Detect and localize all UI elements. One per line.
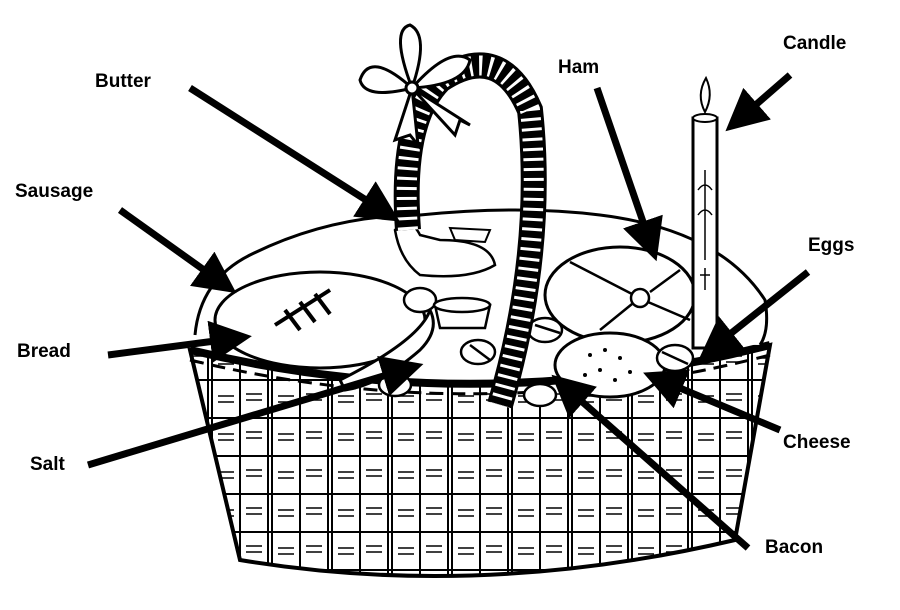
salt-dish (432, 296, 492, 330)
label-bread: Bread (17, 341, 71, 362)
bread-arrow (107, 320, 252, 363)
candle-arrow (725, 72, 793, 132)
label-butter: Butter (95, 71, 151, 92)
label-bacon: Bacon (765, 537, 824, 558)
label-arrows (86, 72, 811, 551)
salt-arrow (86, 355, 424, 469)
ribbon-bow (358, 23, 472, 150)
candle (691, 75, 719, 350)
label-ham: Ham (558, 57, 600, 78)
eggs-arrow (699, 269, 811, 359)
cheese (553, 331, 667, 399)
basket-body (187, 341, 773, 578)
bacon-arrow (551, 374, 751, 551)
label-salt: Salt (30, 454, 65, 475)
cheese-arrow (643, 369, 782, 434)
label-cheese: Cheese (783, 432, 851, 453)
label-sausage: Sausage (15, 181, 94, 202)
label-eggs: Eggs (808, 235, 855, 256)
sausage-arrow (117, 207, 237, 294)
ham (543, 245, 697, 345)
ham-arrow (593, 86, 663, 262)
butter-arrow (188, 85, 400, 222)
label-candle: Candle (783, 33, 847, 54)
